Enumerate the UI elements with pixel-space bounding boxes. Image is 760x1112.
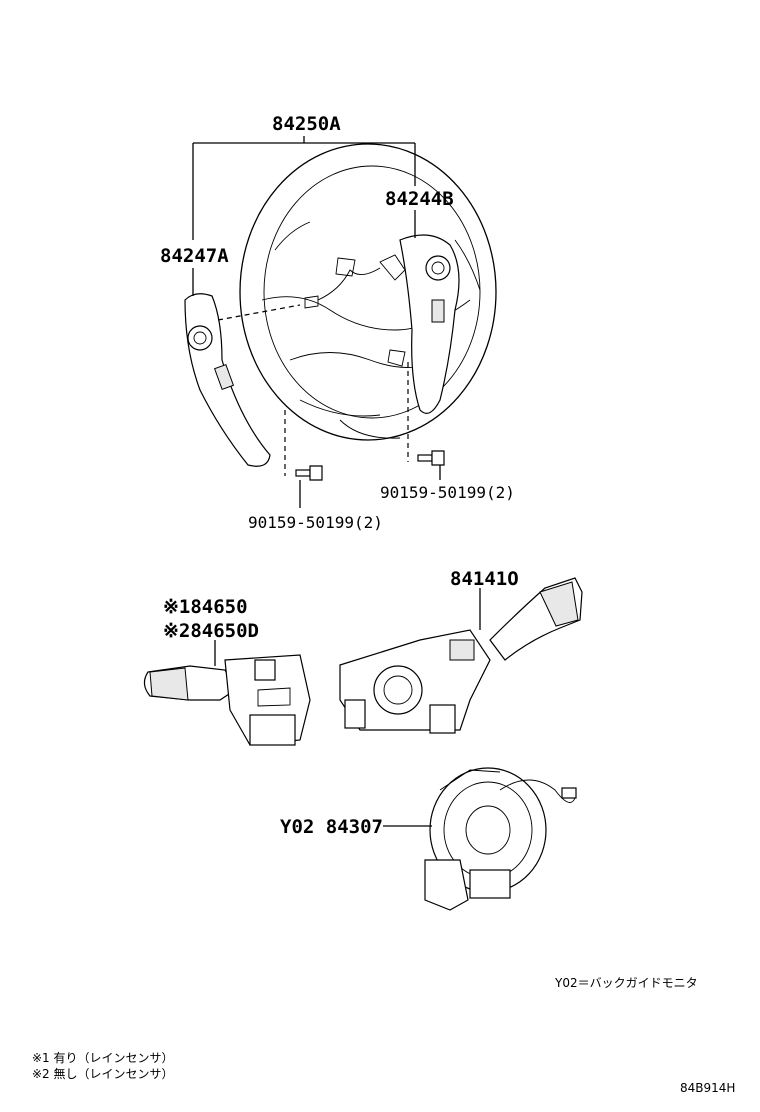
combination-switch [339,577,583,734]
label-screw-left: 90159-50199(2) [248,513,383,532]
label-screw-right: 90159-50199(2) [380,483,515,502]
label-84244B: 84244B [385,188,454,210]
label-84307: Y02 84307 [280,816,383,838]
note-y02: Y02＝バックガイドモニタ [554,976,698,990]
label-84250A: 84250A [272,113,341,135]
label-84650-1: ※184650 [163,596,248,618]
note-1: ※1 有り（レインセンサ） [32,1051,174,1065]
wiper-switch [143,654,311,746]
leader-lines-wheel [192,136,441,508]
screw-right [417,450,445,466]
steering-switch-right [304,234,460,414]
label-84247A: 84247A [160,245,229,267]
label-84140: 84141О [450,568,519,590]
label-84650-2: ※284650D [163,620,259,642]
screw-left [295,465,323,481]
drawing-id: 84B914H [680,1081,735,1095]
note-2: ※2 無し（レインセンサ） [32,1066,174,1081]
steering-switch-left [184,293,271,467]
spiral-cable [424,767,577,911]
